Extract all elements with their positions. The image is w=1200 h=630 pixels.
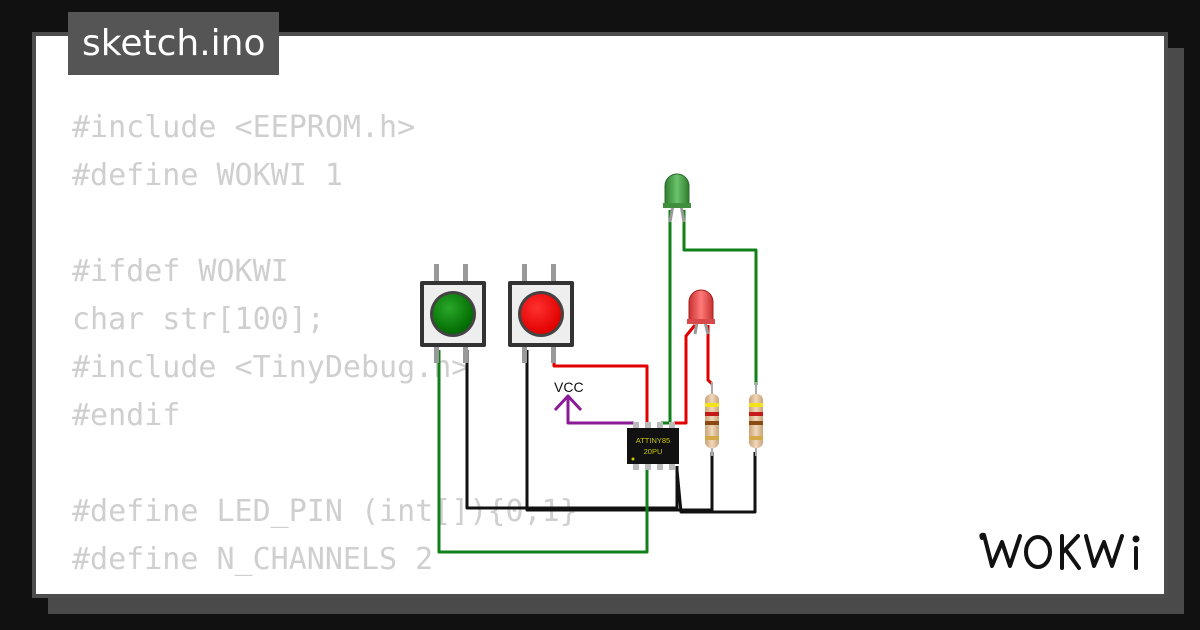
chip-label-line2: 20PU bbox=[644, 447, 663, 456]
attiny85-chip[interactable]: ATTINY85 20PU bbox=[627, 422, 679, 470]
wire-black-group bbox=[465, 350, 757, 514]
wire-red bbox=[706, 325, 714, 386]
file-name-tab[interactable]: sketch.ino bbox=[68, 12, 280, 75]
wire-black bbox=[675, 452, 757, 514]
code-line: #define BUTTON_PIN (int[]){2,3,4} bbox=[72, 584, 668, 594]
wire-green bbox=[661, 210, 672, 425]
wire-red bbox=[674, 324, 697, 425]
chip-label-line1: ATTINY85 bbox=[636, 436, 670, 445]
vcc-label: VCC bbox=[554, 379, 584, 395]
resistor-left[interactable] bbox=[705, 382, 719, 456]
wire-green bbox=[437, 350, 649, 554]
code-line: #include <TinyDebug.h> bbox=[72, 350, 470, 385]
code-line: #endif bbox=[72, 398, 181, 433]
code-line: char str[100]; bbox=[72, 302, 325, 337]
pushbutton-green[interactable] bbox=[420, 264, 486, 363]
led-red[interactable] bbox=[687, 289, 715, 335]
resistor-right[interactable] bbox=[749, 382, 763, 456]
pushbutton-red[interactable] bbox=[508, 264, 574, 363]
wire-black bbox=[465, 350, 679, 510]
wokwi-logo bbox=[979, 532, 1140, 570]
wire-purple-group bbox=[553, 394, 634, 425]
wire-red-group bbox=[552, 324, 714, 426]
project-preview-card: #include <EEPROM.h> #define WOKWI 1 #ifdef… bbox=[32, 32, 1168, 598]
code-line: #include <EEPROM.h> bbox=[72, 110, 416, 145]
code-line: #define WOKWI 1 bbox=[72, 158, 343, 193]
wire-purple bbox=[566, 396, 634, 425]
code-line: #define N_CHANNELS 2 bbox=[72, 542, 434, 577]
wire-black bbox=[525, 350, 714, 512]
vcc-arrow bbox=[553, 394, 583, 412]
code-line: #ifdef WOKWI bbox=[72, 254, 289, 289]
wire-green bbox=[682, 210, 758, 385]
led-green[interactable] bbox=[663, 173, 691, 223]
